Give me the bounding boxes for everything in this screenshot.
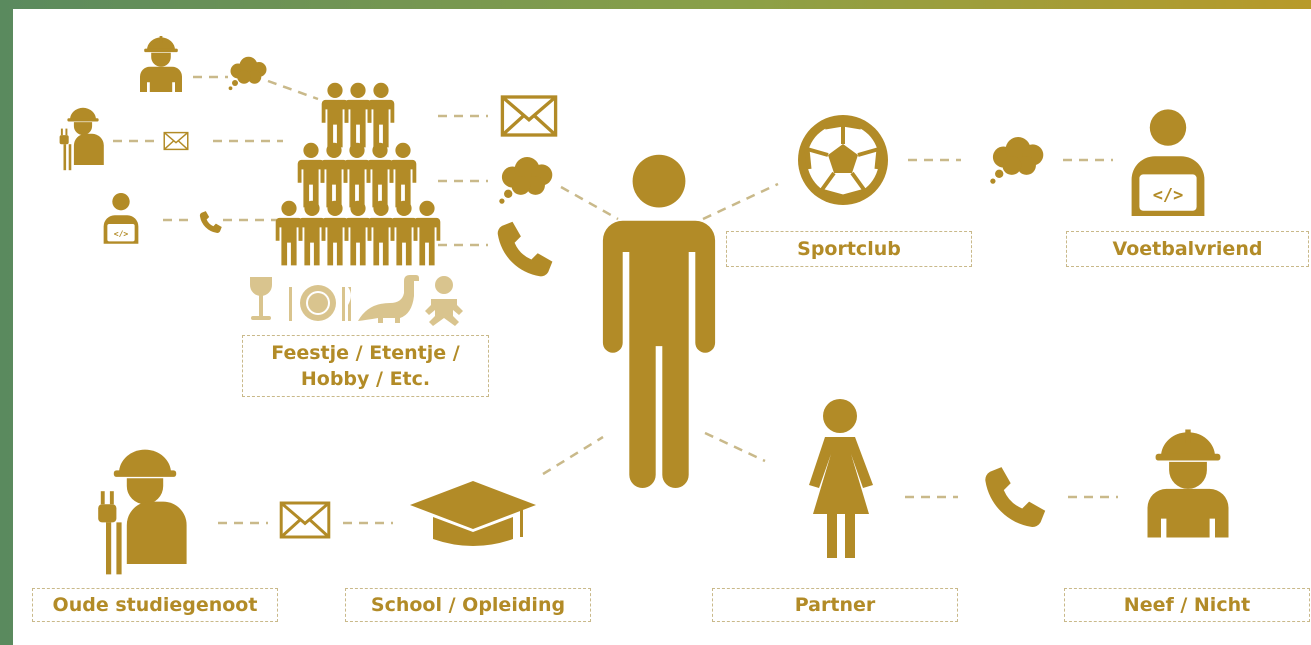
phone-icon bbox=[199, 211, 222, 233]
programmer-icon bbox=[1131, 109, 1205, 216]
label-school: School / Opleiding bbox=[345, 588, 591, 622]
envelope-icon bbox=[163, 131, 189, 151]
connector-line bbox=[542, 435, 604, 476]
label-feestje: Feestje / Etentje / Hobby / Etc. bbox=[242, 335, 489, 397]
worker-icon bbox=[140, 36, 182, 92]
worker-icon bbox=[1147, 429, 1229, 538]
phone-icon bbox=[985, 467, 1046, 527]
label-sportclub: Sportclub bbox=[726, 231, 972, 267]
programmer-icon bbox=[103, 192, 139, 244]
label-voetbalvriend: Voetbalvriend bbox=[1066, 231, 1309, 267]
electrician-icon bbox=[98, 449, 187, 575]
connector-line bbox=[704, 431, 766, 463]
connector-line bbox=[560, 185, 619, 221]
connector-lines bbox=[113, 75, 1118, 525]
envelope-icon bbox=[500, 95, 558, 137]
connector-line bbox=[267, 79, 319, 101]
connector-line bbox=[702, 182, 779, 221]
central-person-icon bbox=[602, 154, 716, 488]
plate-icon bbox=[289, 285, 351, 321]
dinosaur-icon bbox=[358, 275, 419, 323]
woman-icon bbox=[809, 399, 873, 558]
label-neef-nicht: Neef / Nicht bbox=[1064, 588, 1310, 622]
label-feestje-line1: Feestje / Etentje / bbox=[271, 342, 460, 364]
phone-icon bbox=[497, 221, 553, 277]
soccer-ball-icon bbox=[798, 115, 888, 205]
electrician-icon bbox=[59, 107, 104, 171]
envelope-icon bbox=[279, 501, 331, 539]
activity-icons bbox=[250, 275, 463, 326]
graduation-cap-icon bbox=[410, 481, 536, 546]
wine-glass-icon bbox=[250, 277, 272, 320]
baby-icon bbox=[425, 276, 463, 326]
thought-bubble-icon bbox=[228, 56, 267, 91]
label-partner: Partner bbox=[712, 588, 958, 622]
thought-bubble-icon bbox=[990, 137, 1044, 184]
crowd-icon bbox=[275, 82, 441, 266]
label-feestje-line2: Hobby / Etc. bbox=[300, 368, 431, 390]
diagram-canvas: </> bbox=[13, 9, 1311, 645]
thought-bubble-icon bbox=[499, 157, 553, 204]
network-diagram: </> bbox=[59, 36, 1229, 575]
label-oude-studiegenoot: Oude studiegenoot bbox=[32, 588, 278, 622]
